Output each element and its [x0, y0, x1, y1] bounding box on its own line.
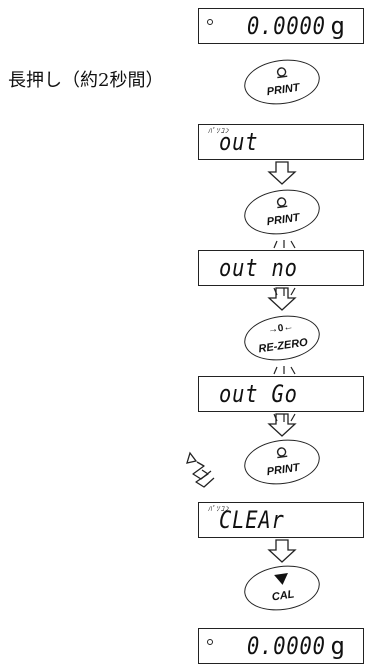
flow-arrow [267, 287, 297, 311]
display-out: ﾊﾟｿｺﾝ out [198, 124, 364, 160]
display-value: out no [219, 254, 298, 282]
rezero-key-label: RE-ZERO [257, 336, 309, 356]
pc-indicator: ﾊﾟｿｺﾝ [208, 505, 230, 513]
display-value: 0.0000 [247, 12, 326, 40]
transmit-arrow-icon [186, 451, 215, 488]
flow-arrow [267, 161, 297, 185]
cal-key[interactable]: CAL [241, 560, 323, 616]
display-unit: g [330, 12, 345, 40]
flow-arrow [267, 413, 297, 437]
stable-indicator [207, 19, 213, 25]
print-key[interactable]: PRINT [241, 184, 323, 240]
stable-indicator [207, 639, 213, 645]
print-key-label: PRINT [265, 211, 301, 229]
print-icon [276, 67, 288, 79]
pc-indicator: ﾊﾟｿｺﾝ [208, 127, 230, 135]
display-value: 0.0000 [247, 632, 326, 660]
display-start: 0.0000 g [198, 8, 364, 44]
triangle-down-icon [274, 573, 288, 585]
display-out-go: out Go [198, 376, 364, 412]
print-key[interactable]: PRINT [241, 54, 323, 110]
print-icon [276, 447, 288, 459]
long-press-instruction: 長押し（約2秒間） [8, 70, 164, 91]
display-value: CLEAr [219, 506, 285, 534]
display-value: out [219, 128, 259, 156]
print-key[interactable]: PRINT [241, 434, 323, 490]
display-unit: g [330, 632, 345, 660]
display-out-no: out no [198, 250, 364, 286]
display-end: 0.0000 g [198, 628, 364, 664]
flow-arrow [267, 539, 297, 563]
print-icon [276, 197, 288, 209]
display-value: out Go [219, 380, 298, 408]
display-clear: ﾊﾟｿｺﾝ CLEAr [198, 502, 364, 538]
print-key-label: PRINT [265, 461, 301, 479]
print-key-label: PRINT [265, 81, 301, 99]
rezero-key[interactable]: →0← RE-ZERO [241, 310, 323, 366]
